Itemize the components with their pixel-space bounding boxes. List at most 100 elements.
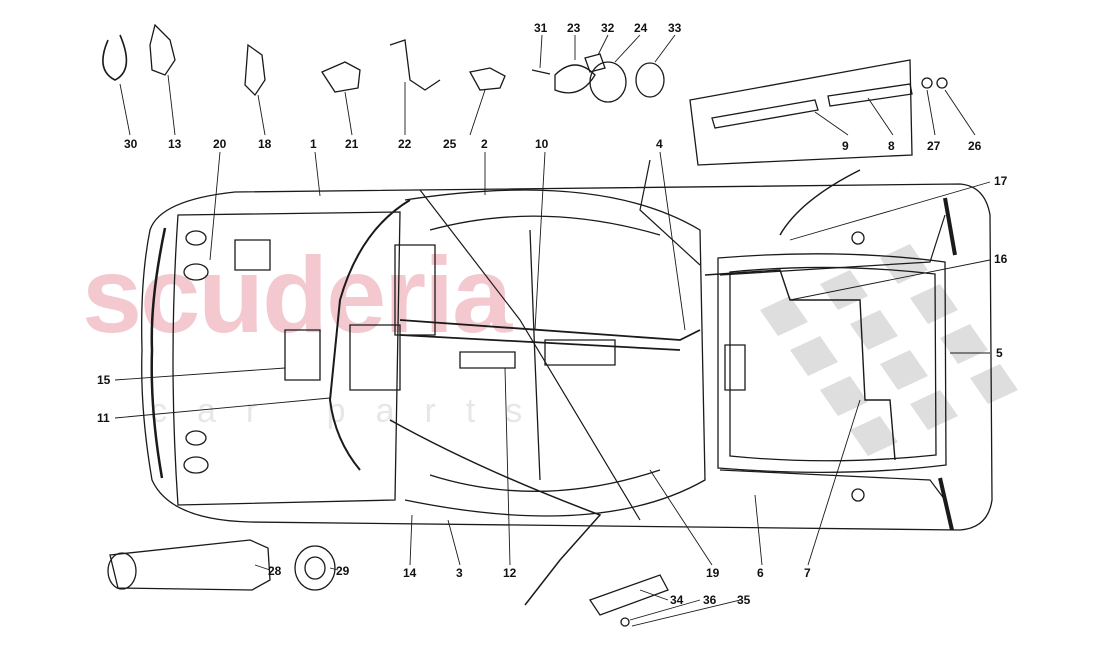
callout-26: 26: [968, 139, 982, 153]
screw-36: [621, 618, 629, 626]
front-right-light-pod-2: [186, 431, 206, 445]
leader-18: [258, 95, 265, 135]
callout-23: 23: [567, 21, 581, 35]
callout-10: 10: [535, 137, 549, 151]
leader-10: [535, 152, 545, 330]
clip-18: [245, 45, 265, 95]
leader-19: [650, 470, 712, 565]
car-body-outline: [142, 184, 992, 530]
callout-3: 3: [456, 566, 463, 580]
leader-12: [505, 368, 510, 565]
harness-engine: [705, 270, 895, 460]
engine-bay-inner: [730, 267, 936, 460]
screw-31: [532, 70, 550, 74]
harness-branch-b: [400, 335, 680, 350]
connector-block-right: [545, 340, 615, 365]
leader-34: [640, 590, 668, 600]
sleeve-28-end: [108, 553, 136, 589]
callout-2: 2: [481, 137, 488, 151]
leader-32: [598, 35, 608, 55]
harness-long-diagonal: [420, 190, 640, 520]
leader-9: [815, 112, 848, 135]
grommet-21: [322, 62, 360, 92]
leader-15: [115, 368, 285, 380]
leader-25: [470, 90, 485, 135]
harness-curve-lower: [390, 420, 600, 605]
callout-8: 8: [888, 139, 895, 153]
leader-3: [448, 520, 460, 565]
callout-14: 14: [403, 566, 417, 580]
nut-26: [937, 78, 947, 88]
leader-20: [210, 152, 220, 260]
control-unit-left: [285, 330, 320, 380]
leader-1: [315, 152, 320, 196]
leader-35: [632, 600, 740, 626]
callout-32: 32: [601, 21, 615, 35]
windscreen-line: [430, 216, 660, 235]
leader-21: [345, 92, 352, 135]
grommet-29: [295, 546, 335, 590]
leader-27: [927, 90, 935, 135]
leader-6: [755, 495, 762, 565]
callout-33: 33: [668, 21, 682, 35]
socket-32: [585, 54, 605, 72]
harness-branch-a: [400, 320, 700, 340]
clip-13: [150, 25, 175, 75]
leader-28: [255, 565, 270, 570]
bulb-holder-23: [555, 65, 595, 93]
leader-14: [410, 515, 412, 565]
strip-8: [828, 84, 912, 106]
leader-31: [540, 35, 542, 68]
callout-17: 17: [994, 174, 1008, 188]
callout-1: 1: [310, 137, 317, 151]
rear-panel-outline: [690, 60, 912, 165]
callout-25: 25: [443, 137, 457, 151]
washer-27: [922, 78, 932, 88]
callout-15: 15: [97, 373, 111, 387]
callout-29: 29: [336, 564, 350, 578]
connector-block-12: [460, 352, 515, 368]
callout-30: 30: [124, 137, 138, 151]
callout-16: 16: [994, 252, 1008, 266]
callout-28: 28: [268, 564, 282, 578]
harness-door-right: [640, 160, 700, 265]
callout-13: 13: [168, 137, 182, 151]
leader-17: [790, 182, 990, 240]
leader-16: [790, 260, 990, 300]
rear-window-line: [430, 470, 660, 491]
rear-light-strip-top: [945, 198, 955, 255]
checkered-flag-watermark: [760, 244, 1018, 456]
harness-curve-right: [780, 170, 860, 235]
harness-rear-right: [720, 470, 945, 500]
front-compartment: [173, 212, 400, 505]
callout-6: 6: [757, 566, 764, 580]
callout-9: 9: [842, 139, 849, 153]
engine-control-unit: [725, 345, 745, 390]
callout-34: 34: [670, 593, 684, 607]
leader-13: [168, 75, 175, 135]
callout-19: 19: [706, 566, 720, 580]
leader-4: [660, 152, 685, 330]
leader-7: [808, 400, 860, 565]
front-left-light-pod-2: [186, 231, 206, 245]
callout-7: 7: [804, 566, 811, 580]
callout-24: 24: [634, 21, 648, 35]
callout-31: 31: [534, 21, 548, 35]
leader-36: [630, 600, 700, 620]
bracket-22: [390, 40, 440, 90]
leader-26: [945, 90, 975, 135]
engine-bay: [718, 254, 946, 473]
cabin-outline: [405, 190, 705, 516]
leader-33: [655, 35, 675, 62]
lamp-cover-24: [590, 62, 626, 102]
battery-area: [235, 240, 270, 270]
cable-tie-30: [103, 35, 127, 80]
callout-11: 11: [97, 411, 110, 425]
strip-9: [712, 100, 818, 128]
front-left-light-pod: [184, 264, 208, 280]
leader-24: [615, 35, 640, 62]
callout-4: 4: [656, 137, 663, 151]
callout-21: 21: [345, 137, 359, 151]
front-right-light-pod: [184, 457, 208, 473]
